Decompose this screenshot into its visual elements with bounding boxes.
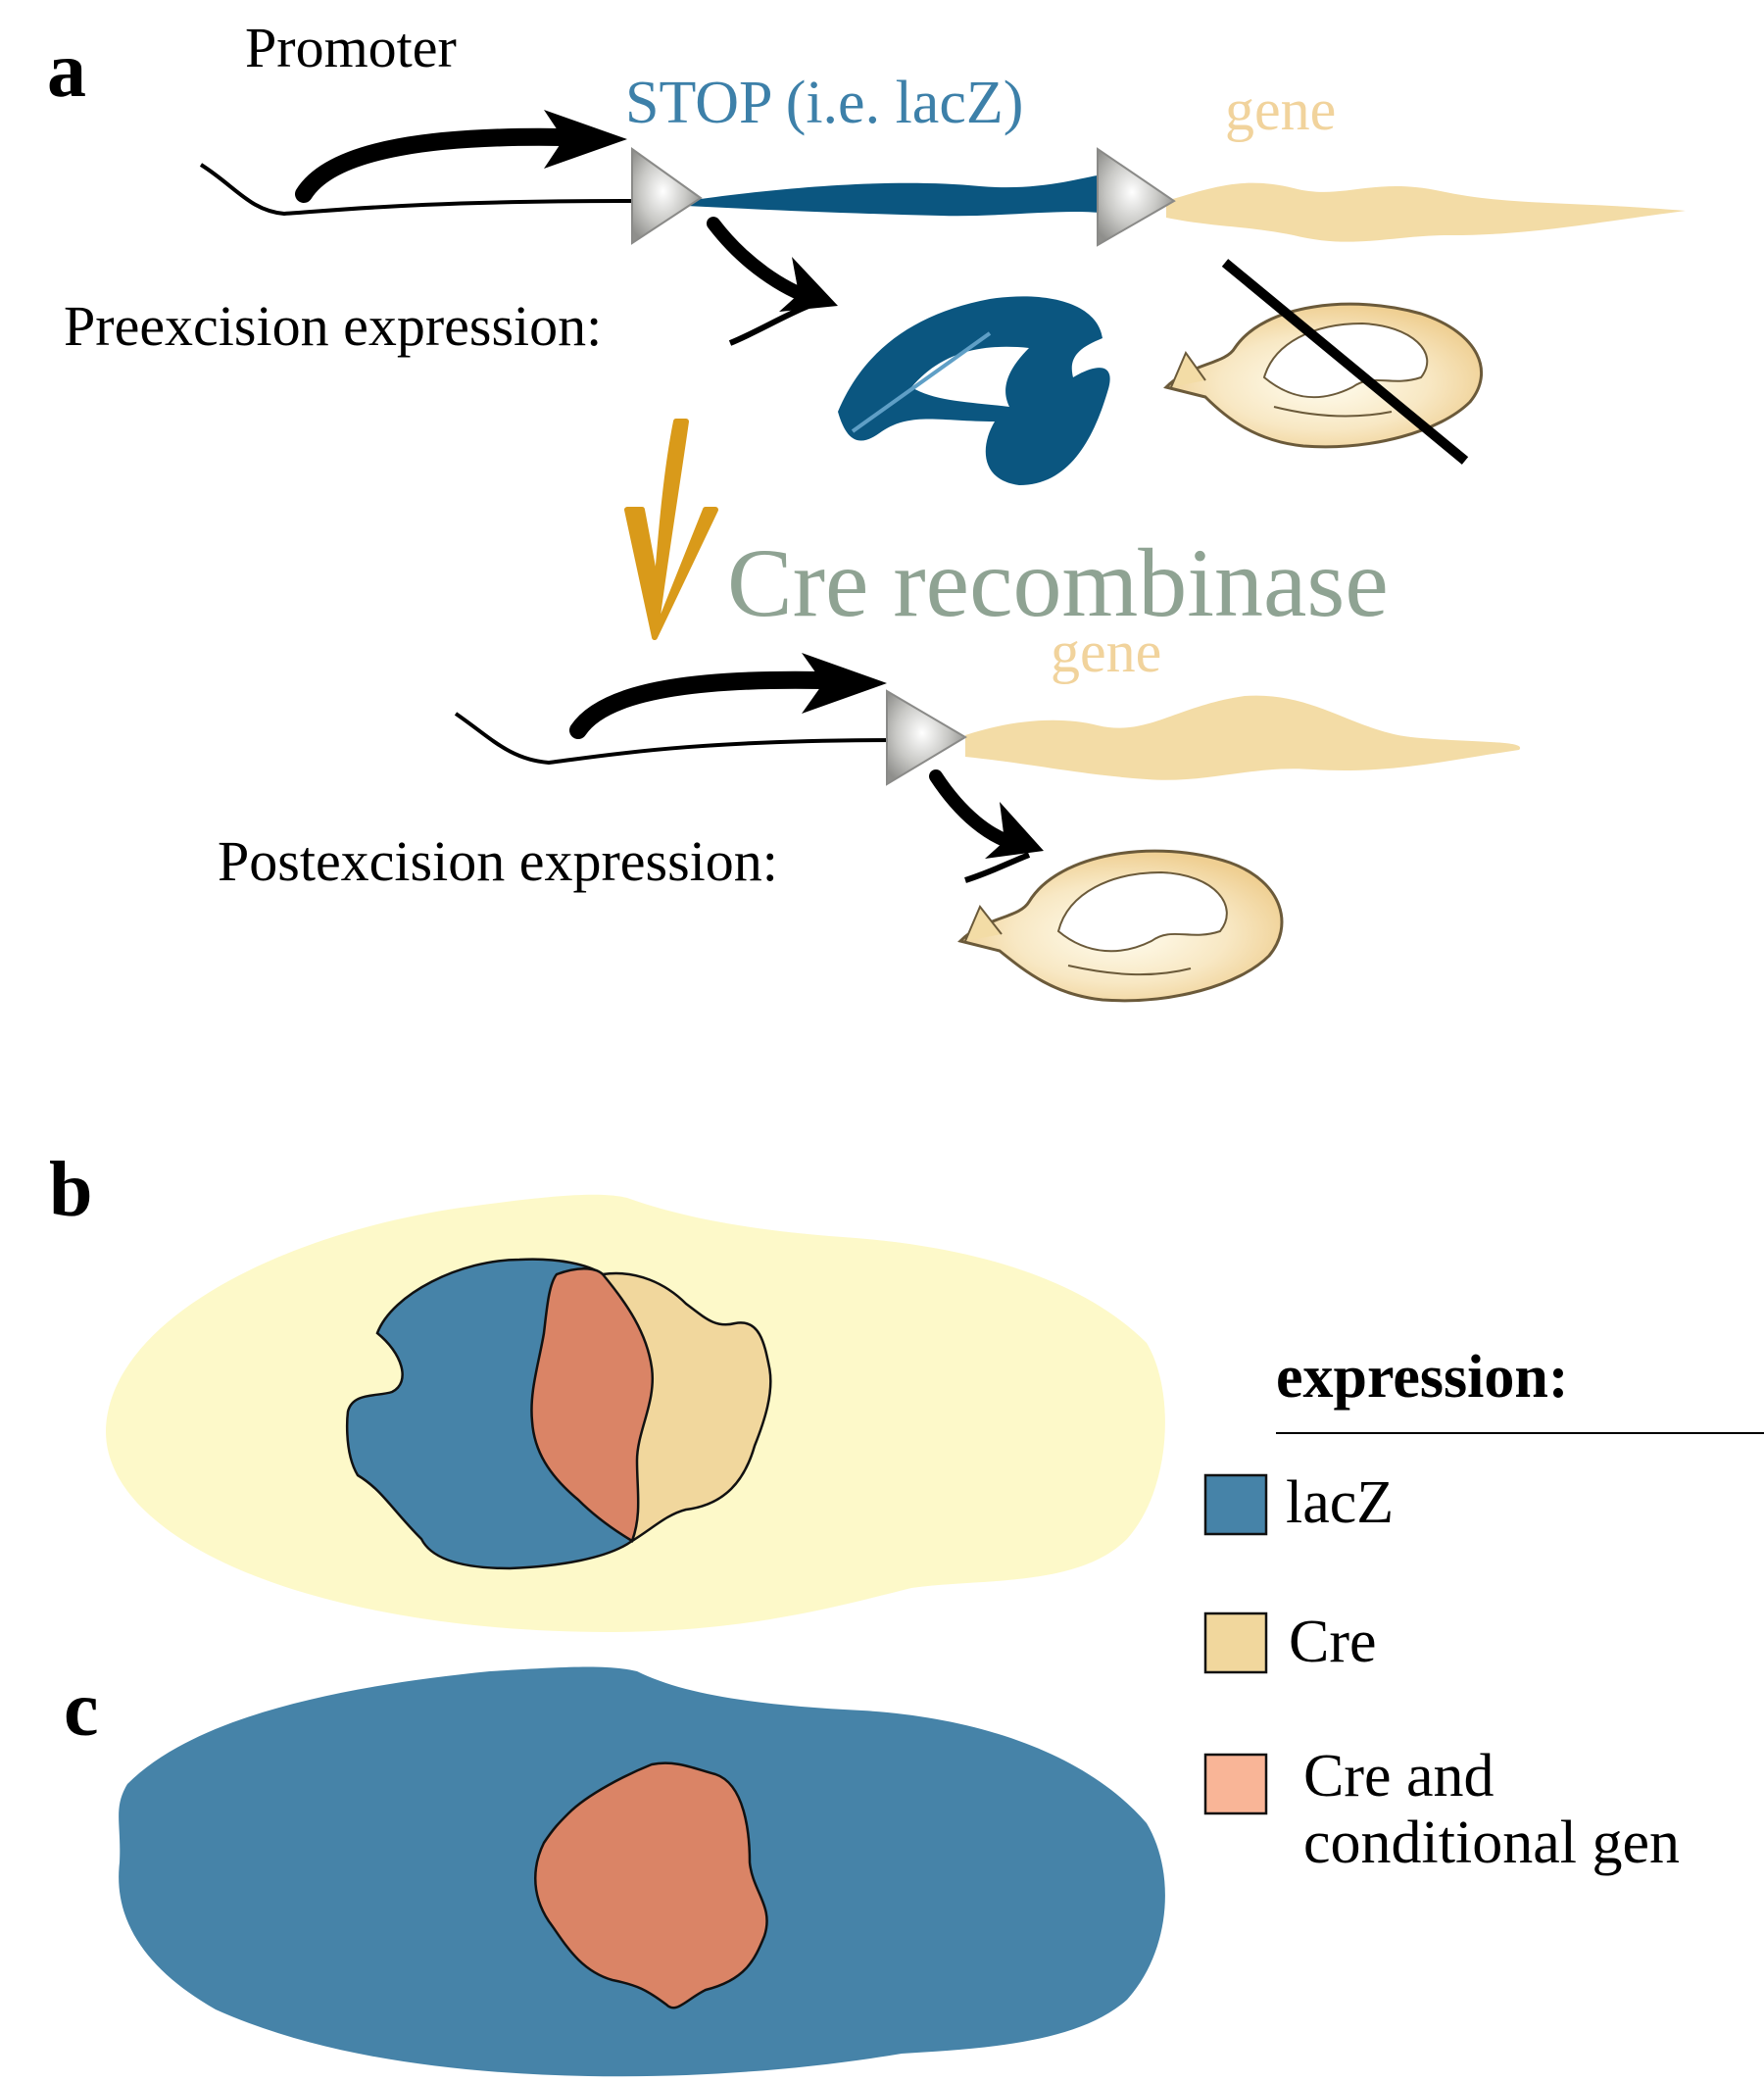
promoter-arrow-bottom [569,670,832,739]
legend-label-overlap-line1: Cre and [1303,1743,1494,1810]
lacz-ribbon [686,174,1107,217]
postexcision-label: Postexcision expression: [218,829,778,893]
gene-label: gene [1225,77,1336,142]
gene-ribbon-top [1166,182,1686,242]
legend-label-lacz: lacZ [1286,1469,1394,1536]
promoter-arrowhead-top [544,110,627,169]
postexcision-pointer [964,852,1031,883]
recombinase-label: Cre recombinase [727,528,1389,637]
preexcision-arrowhead [779,257,838,312]
panel-a-letter: a [47,27,86,114]
dna-strand-top [199,163,636,217]
gene-label-after: gene [1051,620,1161,684]
stop-label: STOP (i.e. lacZ) [625,70,1023,136]
postexcision-arrowhead [985,802,1044,859]
panel-c-letter: c [64,1666,99,1753]
legend-title: expression: [1276,1344,1569,1411]
preexcision-label: Preexcision expression: [64,294,602,358]
legend-swatch-overlap [1203,1753,1268,1815]
loxp-site-right [1097,147,1176,247]
recombinase-arrow [624,419,718,640]
no-expression-strike [1221,259,1469,465]
legend-label-cre: Cre [1289,1609,1377,1675]
loxp-site-bottom [886,689,967,786]
dna-strand-bottom [454,712,898,766]
promoter-arrow-top [295,127,572,203]
legend-swatch-lacz [1203,1473,1268,1536]
gene-protein-top [1163,302,1484,449]
panel-b-letter: b [49,1147,93,1233]
promoter-label: Promoter [245,16,457,79]
lacz-protein-strand [851,331,992,433]
legend-label-overlap-line2: conditional gen [1303,1810,1680,1876]
loxp-site-left [631,147,703,245]
region-overlap-c [534,1761,768,2009]
gene-ribbon-bottom [965,695,1521,780]
legend-swatch-cre [1203,1612,1268,1674]
gene-protein-bottom [957,849,1284,1003]
region-overlap-b [530,1267,655,1543]
lacz-protein [838,296,1110,485]
preexcision-pointer [728,303,810,346]
promoter-arrowhead-bottom [802,653,887,714]
